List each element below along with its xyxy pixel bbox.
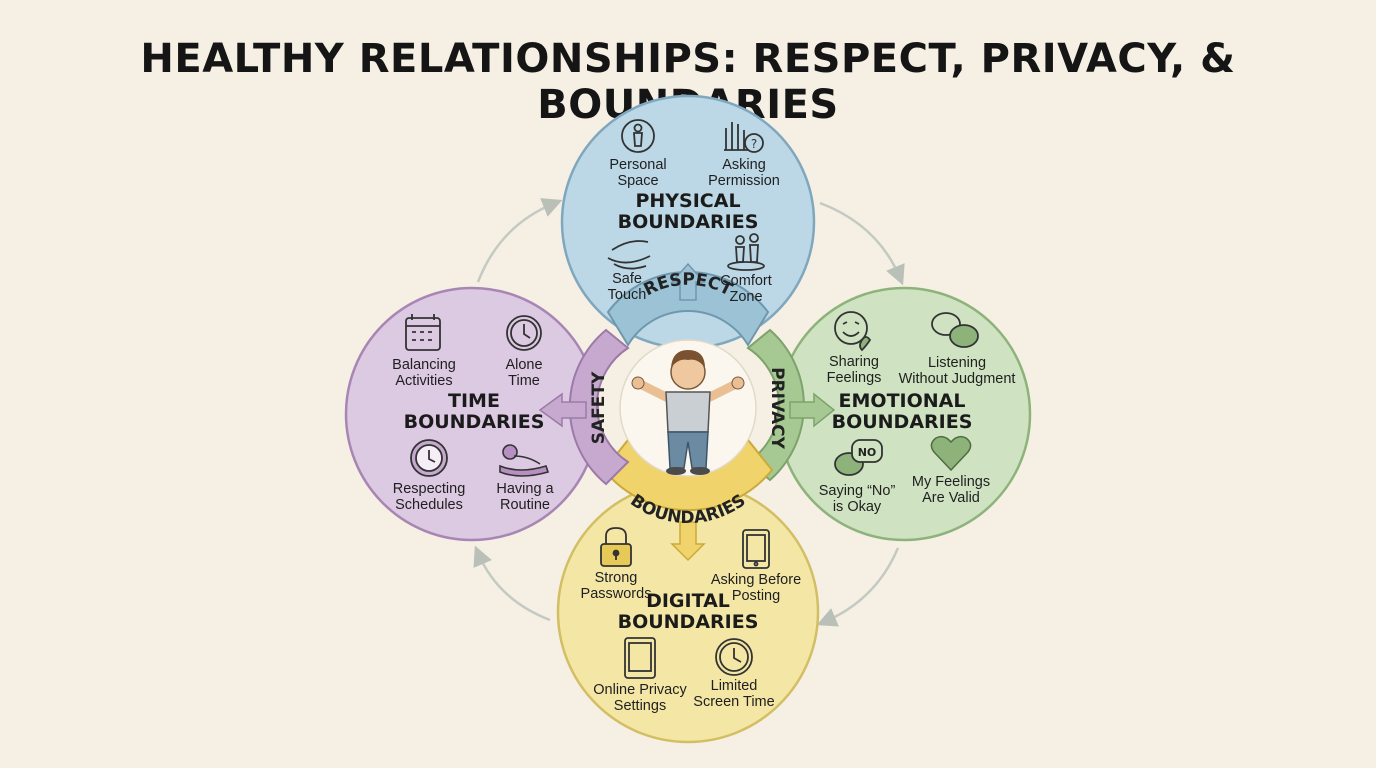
lock-icon [600,527,632,567]
saying-no-label: Saying “No”is Okay [818,483,896,515]
safety-label: SAFETY [589,371,609,444]
safety-band [568,328,630,486]
resting-person-icon [499,444,550,477]
wall-clock-icon [410,439,448,477]
hand-question-icon: ? [724,122,764,153]
tablet-icon [742,529,770,569]
heart-icon [930,435,972,472]
person-icon [621,119,655,153]
cycle-arrows [473,198,905,627]
privacy-label: PRIVACY [767,367,787,450]
child-figure [631,350,745,475]
no-bubble-icon: NO [834,439,883,476]
left-arrow-icon [538,392,587,428]
two-people-icon [727,233,765,271]
up-arrow-icon [670,262,706,301]
calendar-icon [405,314,441,351]
device-icon [624,637,656,679]
respect-band [606,271,770,347]
band-arrows [538,262,836,562]
svg-text:?: ? [751,137,757,151]
hands-icon [607,240,651,270]
smile-heart-icon [834,311,872,352]
right-arrow-icon [789,392,836,428]
chat-bubbles-icon [931,312,979,348]
alone-time-clock-icon [506,315,542,351]
svg-text:NO: NO [858,446,877,459]
screen-time-clock-icon [715,638,753,676]
down-arrow-icon [670,521,706,562]
